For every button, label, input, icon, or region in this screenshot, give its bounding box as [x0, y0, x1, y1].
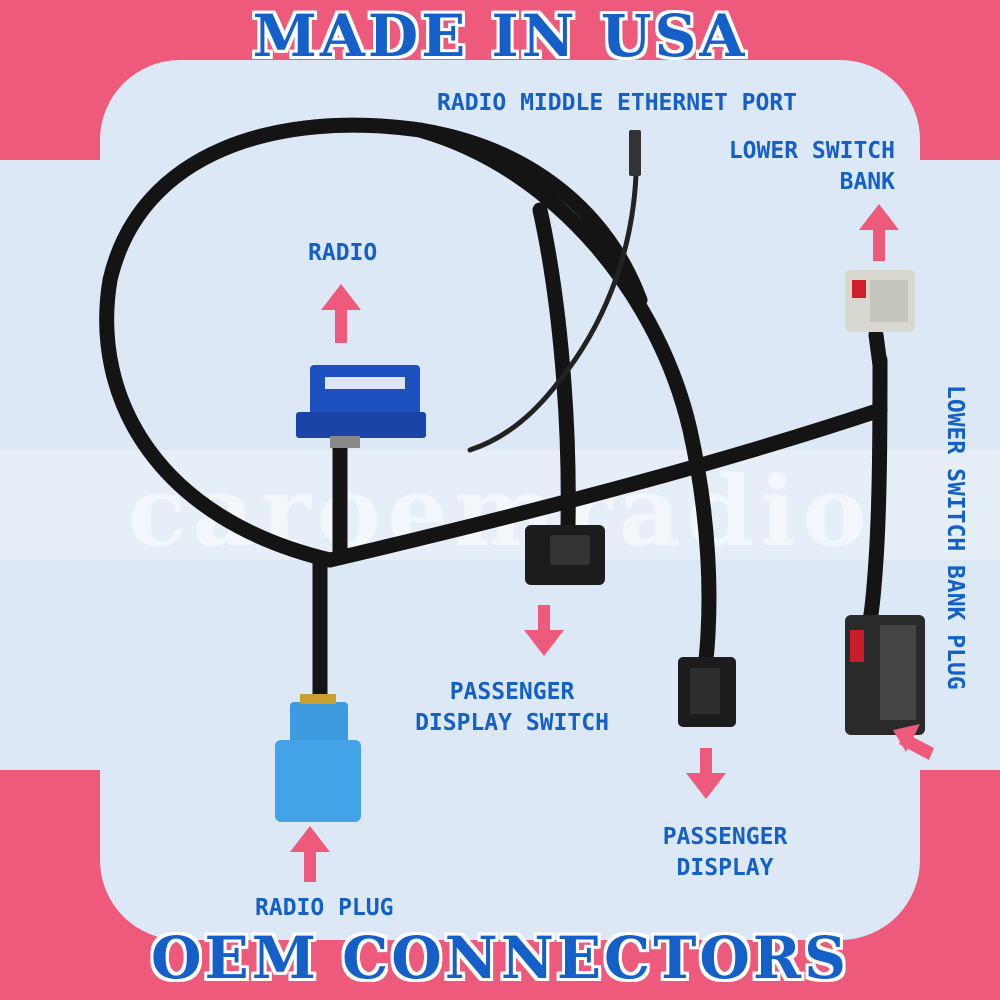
- label-radio: RADIO: [308, 240, 378, 266]
- label-lower-switch-bank-line2: BANK: [839, 169, 895, 195]
- label-passenger-display-switch-line2: DISPLAY SWITCH: [415, 710, 609, 736]
- arrow-up-radio-icon: [321, 284, 361, 343]
- passenger-display-switch-connector: [525, 525, 605, 585]
- label-radio-middle-ethernet-port: RADIO MIDDLE ETHERNET PORT: [437, 90, 798, 116]
- label-radio-plug: RADIO PLUG: [255, 895, 394, 921]
- cable-from-switch-bank: [868, 327, 888, 373]
- radio-connector: [296, 365, 426, 448]
- arrow-diag-switch-plug-icon: [893, 724, 934, 760]
- label-lower-switch-bank-plug-text: LOWER SWITCH BANK PLUG: [942, 385, 968, 690]
- label-passenger-display-switch-line1: PASSENGER: [449, 679, 575, 705]
- label-passenger-display-line1: PASSENGER: [662, 824, 788, 850]
- arrows: [290, 204, 934, 882]
- lower-switch-bank-plug-connector: [845, 615, 925, 735]
- cable-cross: [322, 402, 888, 568]
- label-lower-switch-bank: LOWER SWITCH BANK: [680, 136, 895, 198]
- label-passenger-display-line2: DISPLAY: [676, 855, 774, 881]
- label-passenger-display-switch: PASSENGER DISPLAY SWITCH: [392, 677, 632, 739]
- banner-oem-connectors: OEM CONNECTORS: [151, 924, 849, 992]
- cable-to-pass-switch: [532, 202, 576, 533]
- label-passenger-display: PASSENGER DISPLAY: [640, 822, 810, 884]
- banner-made-in-usa: MADE IN USA: [252, 2, 748, 70]
- cable-to-pass-display: [412, 122, 717, 668]
- cable-radio-loop: [99, 117, 648, 568]
- watermark-text: caroemradio: [127, 455, 873, 568]
- label-lower-switch-bank-line1: LOWER SWITCH: [728, 138, 895, 164]
- arrow-up-switch-bank-icon: [859, 204, 899, 261]
- radio-plug-connector: [275, 694, 361, 822]
- cable-harness: [99, 117, 888, 708]
- passenger-display-connector: [678, 657, 736, 727]
- cable-right-trunk: [862, 352, 888, 628]
- arrow-down-pass-switch-icon: [524, 605, 564, 656]
- ethernet-pin-icon: [629, 130, 641, 176]
- arrow-down-pass-display-icon: [686, 748, 726, 799]
- lower-switch-bank-connector: [845, 270, 915, 332]
- arrow-up-radio-plug-icon: [290, 826, 330, 882]
- ethernet-wire: [467, 172, 639, 453]
- label-lower-switch-bank-plug: LOWER SWITCH BANK PLUG: [940, 385, 970, 765]
